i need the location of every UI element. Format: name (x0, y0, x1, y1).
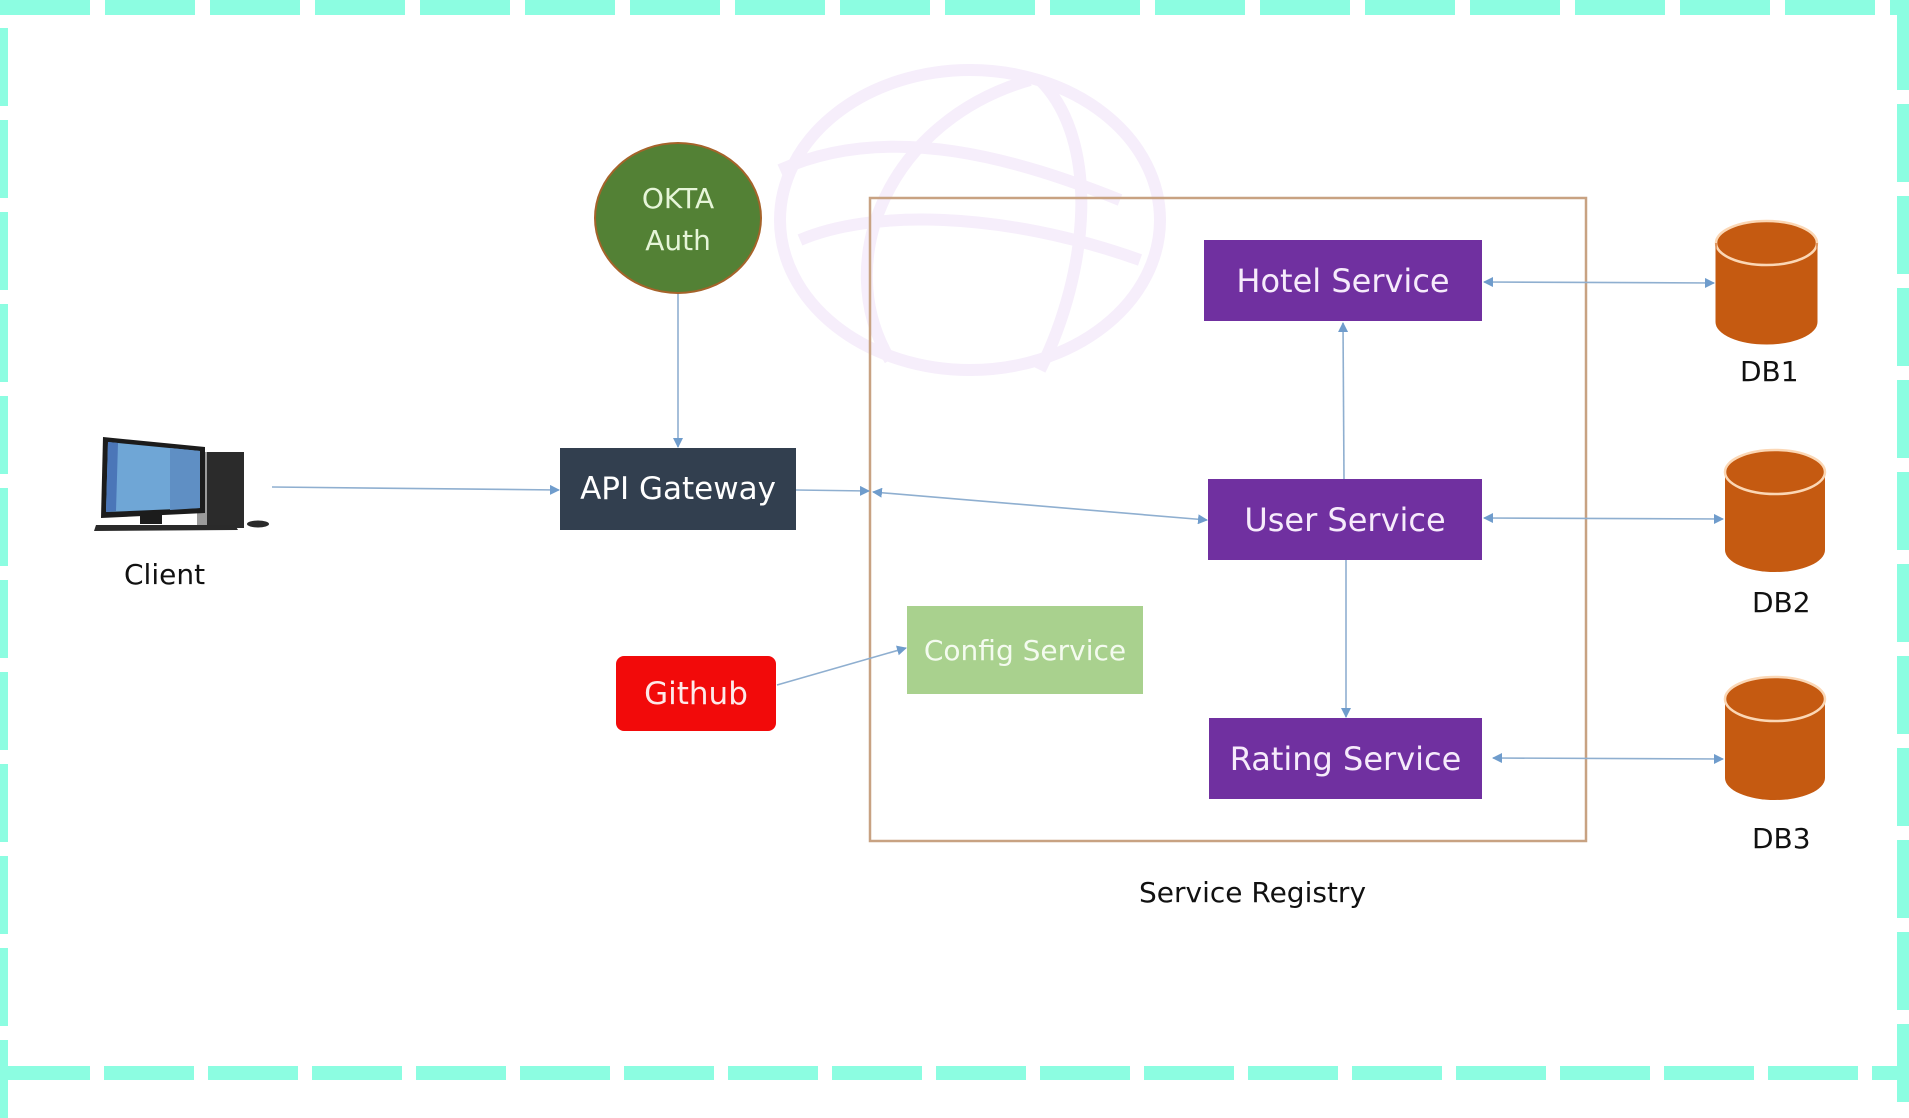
frame-dash (1897, 932, 1909, 1010)
frame-dash (728, 1066, 818, 1080)
frame-dash (1897, 12, 1909, 90)
frame-dash (0, 764, 8, 842)
frame-dash (1155, 0, 1245, 15)
frame-dash (630, 0, 720, 15)
database-db2[interactable] (1723, 448, 1827, 572)
frame-dash (1897, 748, 1909, 826)
frame-dash (0, 396, 8, 474)
hotel-service-node[interactable]: Hotel Service (1204, 240, 1482, 321)
frame-dash (312, 1066, 402, 1080)
frame-dash (0, 212, 8, 290)
okta-label-line1: OKTA (642, 182, 714, 215)
frame-dash (416, 1066, 506, 1080)
frame-dash (104, 1066, 194, 1080)
frame-dash (1560, 1066, 1650, 1080)
frame-dash (0, 304, 8, 382)
arrow-user-to-hotel (1338, 322, 1349, 480)
frame-dash (208, 1066, 298, 1080)
architecture-diagram: OKTA Auth (94, 142, 1827, 843)
frame-dash (1890, 0, 1909, 15)
frame-dash (1897, 288, 1909, 366)
okta-label-line2: Auth (645, 224, 711, 257)
user-service-node[interactable]: User Service (1208, 479, 1482, 560)
user-service-label: User Service (1244, 500, 1446, 539)
rating-service-label: Rating Service (1229, 739, 1462, 778)
frame-dash (1352, 1066, 1442, 1080)
frame-dash (0, 1040, 8, 1118)
frame-dash (0, 672, 8, 750)
frame-dash (624, 1066, 714, 1080)
frame-dash (832, 1066, 922, 1080)
frame-dash (1260, 0, 1350, 15)
db2-label: DB2 (1752, 586, 1811, 619)
db1-label: DB1 (1740, 355, 1799, 388)
frame-dash (520, 1066, 610, 1080)
frame-dash (105, 0, 195, 15)
arrow-user-db2 (1483, 513, 1724, 524)
arrow-client-to-gateway (271, 484, 560, 495)
frame-dash (840, 0, 930, 15)
frame-dash (1365, 0, 1455, 15)
hotel-service-label: Hotel Service (1236, 261, 1450, 300)
frame-dash (0, 28, 8, 106)
frame-dash (1897, 196, 1909, 274)
frame-dash (315, 0, 405, 15)
db3-label: DB3 (1752, 822, 1811, 855)
frame-dash (1897, 564, 1909, 642)
frame-dash (0, 948, 8, 1026)
frame-dash (1248, 1066, 1338, 1080)
frame-dash (0, 580, 8, 658)
frame-dash (1897, 472, 1909, 550)
frame-dash (1144, 1066, 1234, 1080)
frame-dash (0, 488, 8, 566)
frame-dash (1680, 0, 1770, 15)
frame-dash (1897, 840, 1909, 918)
frame-dash (1040, 1066, 1130, 1080)
frame-dash (735, 0, 825, 15)
frame-dash (936, 1066, 1026, 1080)
database-db3[interactable] (1723, 675, 1827, 800)
frame-dash (945, 0, 1035, 15)
frame-dash (0, 0, 90, 15)
frame-dash (0, 1066, 90, 1080)
okta-auth-node[interactable]: OKTA Auth (594, 142, 762, 294)
arrow-github-to-config (776, 645, 907, 686)
frame-dash (1470, 0, 1560, 15)
rating-service-node[interactable]: Rating Service (1209, 718, 1482, 799)
arrow-rating-db3 (1492, 753, 1724, 764)
api-gateway-node[interactable]: API Gateway (560, 448, 796, 530)
frame-dash (1897, 380, 1909, 458)
frame-dash (1050, 0, 1140, 15)
github-label: Github (644, 675, 748, 712)
frame-dash (1897, 104, 1909, 182)
frame-dash (1785, 0, 1875, 15)
frame-dash (1456, 1066, 1546, 1080)
desktop-computer-icon[interactable] (94, 437, 269, 531)
frame-dash (420, 0, 510, 15)
arrow-registry-user-service (872, 487, 1208, 525)
config-service-node[interactable]: Config Service (907, 606, 1143, 694)
frame-dash (1897, 656, 1909, 734)
frame-dash (1664, 1066, 1754, 1080)
frame-dash (210, 0, 300, 15)
arrow-hotel-db1 (1483, 277, 1715, 288)
service-registry-label: Service Registry (1139, 876, 1367, 909)
config-service-label: Config Service (923, 633, 1127, 667)
frame-dash (1575, 0, 1665, 15)
arrow-gateway-to-registry (795, 485, 870, 496)
frame-dash (525, 0, 615, 15)
frame-dash (1768, 1066, 1858, 1080)
frame-dash (0, 120, 8, 198)
client-label: Client (124, 558, 206, 591)
github-node[interactable]: Github (616, 656, 776, 731)
database-db1[interactable] (1714, 219, 1819, 345)
frame-dash (0, 856, 8, 934)
api-gateway-label: API Gateway (580, 471, 776, 507)
